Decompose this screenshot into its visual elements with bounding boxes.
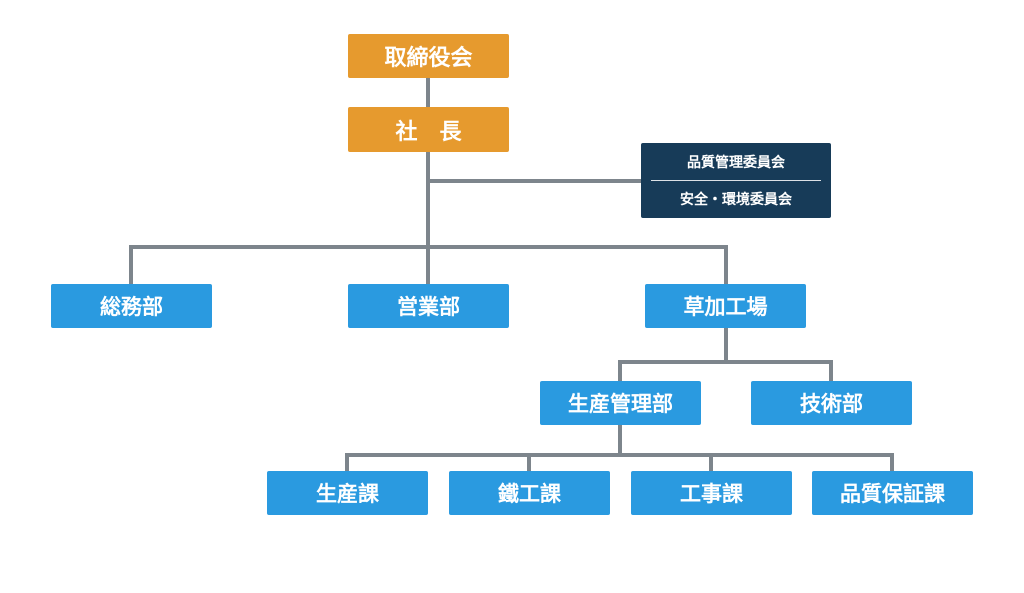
board-of-directors-label: 取締役会 (384, 46, 473, 71)
production-section-label: 生産課 (316, 482, 379, 506)
sales-label: 営業部 (397, 295, 460, 319)
steel-works-section-box: 鐵工課 (449, 471, 610, 515)
quality-assurance-section-box: 品質保証課 (812, 471, 973, 515)
general-affairs-box: 総務部 (51, 284, 212, 328)
construction-section-label: 工事課 (680, 482, 743, 506)
engineering-label: 技術部 (800, 392, 863, 416)
sales-box: 営業部 (348, 284, 509, 328)
soka-factory-label: 草加工場 (683, 295, 768, 319)
engineering-box: 技術部 (751, 381, 912, 425)
safety-environment-committee-label: 安全・環境委員会 (680, 192, 792, 209)
construction-section-box: 工事課 (631, 471, 792, 515)
board-of-directors-box: 取締役会 (348, 34, 509, 78)
president-label: 社 長 (395, 119, 462, 145)
steel-works-section-label: 鐵工課 (498, 482, 561, 506)
production-management-box: 生産管理部 (540, 381, 701, 425)
general-affairs-label: 総務部 (100, 295, 163, 319)
quality-committee-label: 品質管理委員会 (687, 154, 785, 171)
quality-assurance-section-label: 品質保証課 (840, 482, 945, 506)
production-management-label: 生産管理部 (568, 392, 673, 416)
president-box: 社 長 (348, 107, 509, 152)
production-section-box: 生産課 (267, 471, 428, 515)
soka-factory-box: 草加工場 (645, 284, 806, 328)
committee-box: 品質管理委員会 安全・環境委員会 (641, 143, 831, 218)
committee-divider (651, 180, 821, 181)
